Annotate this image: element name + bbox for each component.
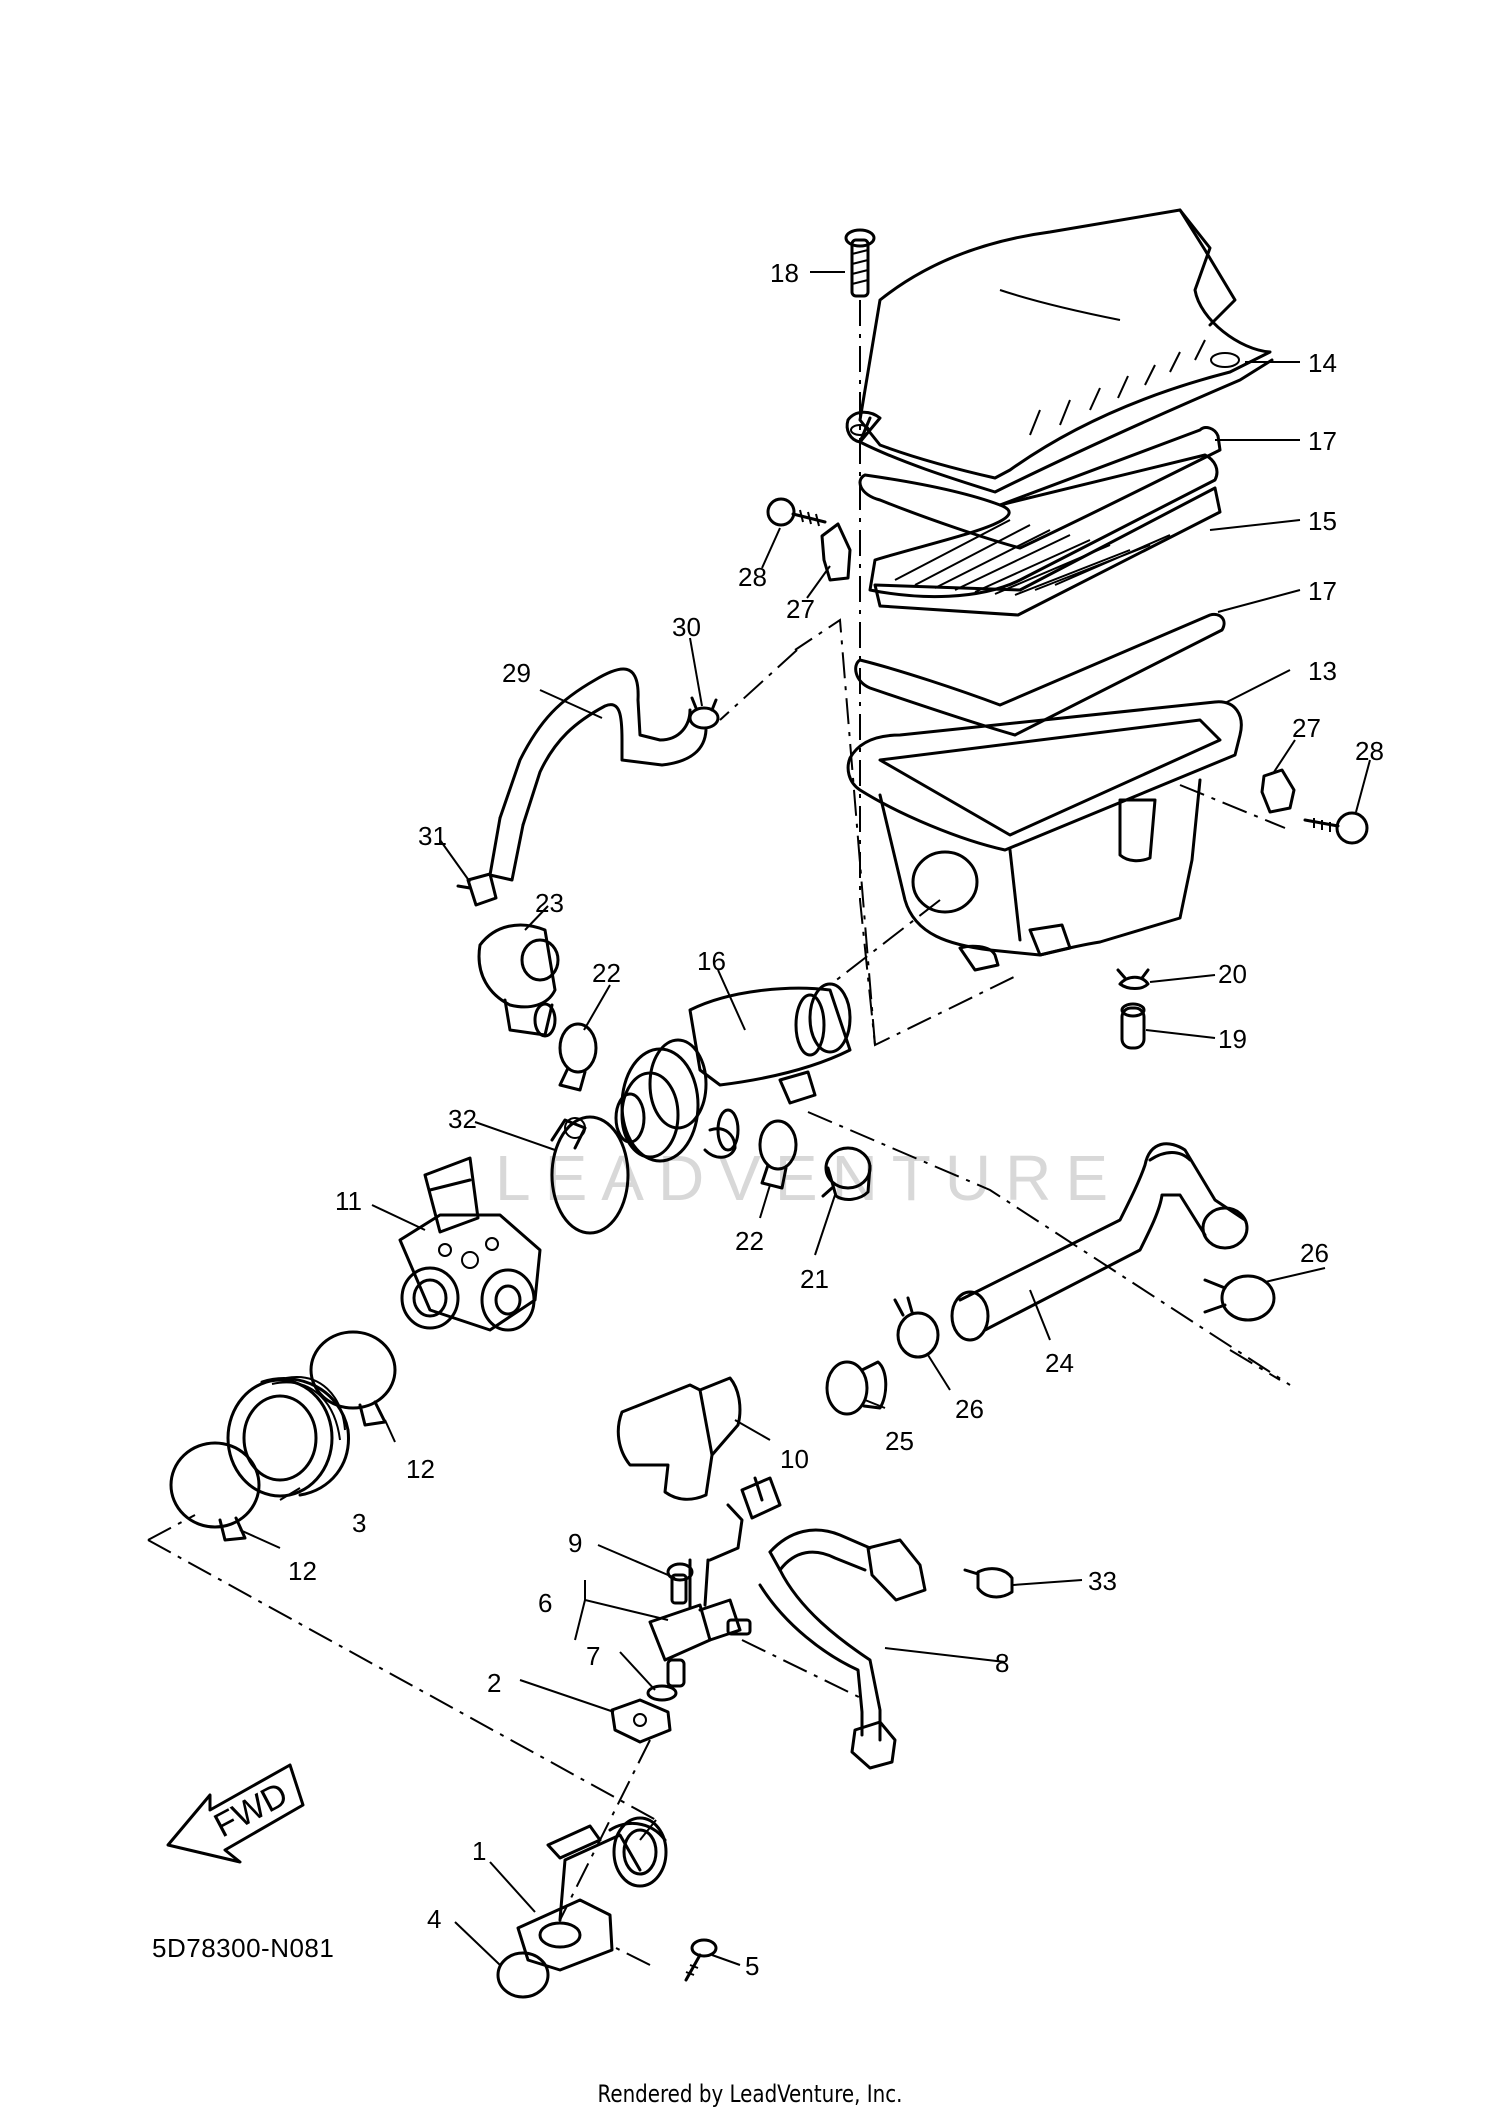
callout-18: 18 (770, 258, 799, 288)
fuel-injector-6 (648, 1503, 752, 1688)
holder-2 (610, 1698, 672, 1744)
callout-30: 30 (672, 612, 701, 642)
callout-16: 16 (697, 946, 726, 976)
fwd-direction-arrow: FWD (166, 1763, 305, 1864)
callout-27-upper: 27 (786, 594, 815, 624)
connector-top (740, 1476, 782, 1520)
callout-10: 10 (780, 1444, 809, 1474)
callout-14: 14 (1308, 348, 1337, 378)
oring-near-16 (614, 1092, 646, 1144)
callout-1: 1 (472, 1836, 486, 1866)
callout-5: 5 (745, 1951, 759, 1981)
air-box-cover (845, 208, 1274, 494)
callout-31: 31 (418, 821, 447, 851)
callout-4: 4 (427, 1904, 441, 1934)
clamp-26-left (893, 1296, 940, 1359)
callout-25: 25 (885, 1426, 914, 1456)
fuel-hose-8 (758, 1528, 927, 1770)
clamp-12-lower (169, 1441, 261, 1542)
assembly-lines (147, 300, 1291, 1966)
clip-33 (963, 1567, 1014, 1599)
callout-22-lower: 22 (735, 1226, 764, 1256)
clamp-22-upper (558, 1022, 598, 1092)
callout-22-upper: 22 (592, 958, 621, 988)
sensor-21 (821, 1146, 872, 1201)
callout-32: 32 (448, 1104, 477, 1134)
callout-26-left: 26 (955, 1394, 984, 1424)
callout-2: 2 (487, 1668, 501, 1698)
hose-clip-30 (688, 696, 720, 730)
oring-near-16b (716, 1108, 740, 1152)
breather-hose (488, 667, 708, 882)
callout-29: 29 (502, 658, 531, 688)
gasket-lower (854, 612, 1226, 737)
intake-manifold-1 (516, 1816, 668, 1972)
bolt-28-upper (766, 497, 827, 527)
drain-clip (1116, 968, 1150, 990)
leader-lines (239, 271, 1371, 1966)
callout-3: 3 (352, 1508, 366, 1538)
clip-27-right (1260, 768, 1296, 814)
clamp-26-right (1203, 1274, 1276, 1322)
callout-19: 19 (1218, 1024, 1247, 1054)
intake-duct-23 (477, 923, 560, 1038)
oring-4 (496, 1951, 550, 1999)
gasket-upper (858, 426, 1222, 550)
callout-12-upper: 12 (406, 1454, 435, 1484)
air-filter-element (868, 453, 1222, 617)
screw-18 (844, 228, 876, 298)
callout-12-lower: 12 (288, 1556, 317, 1586)
callout-28-upper: 28 (738, 562, 767, 592)
inlet-joint-3 (226, 1376, 350, 1498)
joint-16 (620, 982, 852, 1163)
render-credit: Rendered by LeadVenture, Inc. (597, 2080, 903, 2108)
drain-plug (1120, 1002, 1146, 1050)
clamp-22-lower (758, 1119, 798, 1190)
callout-9: 9 (568, 1528, 582, 1558)
hose-24 (950, 1142, 1249, 1342)
callout-21: 21 (800, 1264, 829, 1294)
callout-24: 24 (1045, 1348, 1074, 1378)
reference-code: 5D78300-N081 (152, 1933, 335, 1963)
hose-clip-31 (456, 872, 498, 907)
callout-17-upper: 17 (1308, 426, 1337, 456)
callouts: 18 14 17 15 17 13 27 28 20 19 28 27 30 2… (288, 258, 1384, 1981)
callout-33: 33 (1088, 1566, 1117, 1596)
callout-20: 20 (1218, 959, 1247, 989)
callout-26-right: 26 (1300, 1238, 1329, 1268)
cap-25 (825, 1360, 888, 1416)
bolt-28-right (1303, 811, 1369, 845)
clamp-12-upper (309, 1330, 397, 1427)
clip-27-upper (820, 522, 852, 582)
callout-7: 7 (586, 1641, 600, 1671)
callout-13: 13 (1308, 656, 1337, 686)
callout-11: 11 (335, 1186, 362, 1216)
air-box-case (846, 700, 1243, 972)
callout-28-right: 28 (1355, 736, 1384, 766)
callout-15: 15 (1308, 506, 1337, 536)
callout-8: 8 (995, 1648, 1009, 1678)
callout-27-right: 27 (1292, 713, 1321, 743)
cover-10 (616, 1376, 742, 1501)
bolt-5 (684, 1938, 718, 1982)
clamp-32 (550, 1115, 630, 1235)
callout-6: 6 (538, 1588, 552, 1618)
oring-7 (646, 1684, 678, 1702)
callout-17-lower: 17 (1308, 576, 1337, 606)
callout-23: 23 (535, 888, 564, 918)
watermark-text: LEADVENTURE (495, 1142, 1122, 1214)
throttle-body-11 (398, 1156, 542, 1332)
bolt-9 (666, 1562, 694, 1605)
